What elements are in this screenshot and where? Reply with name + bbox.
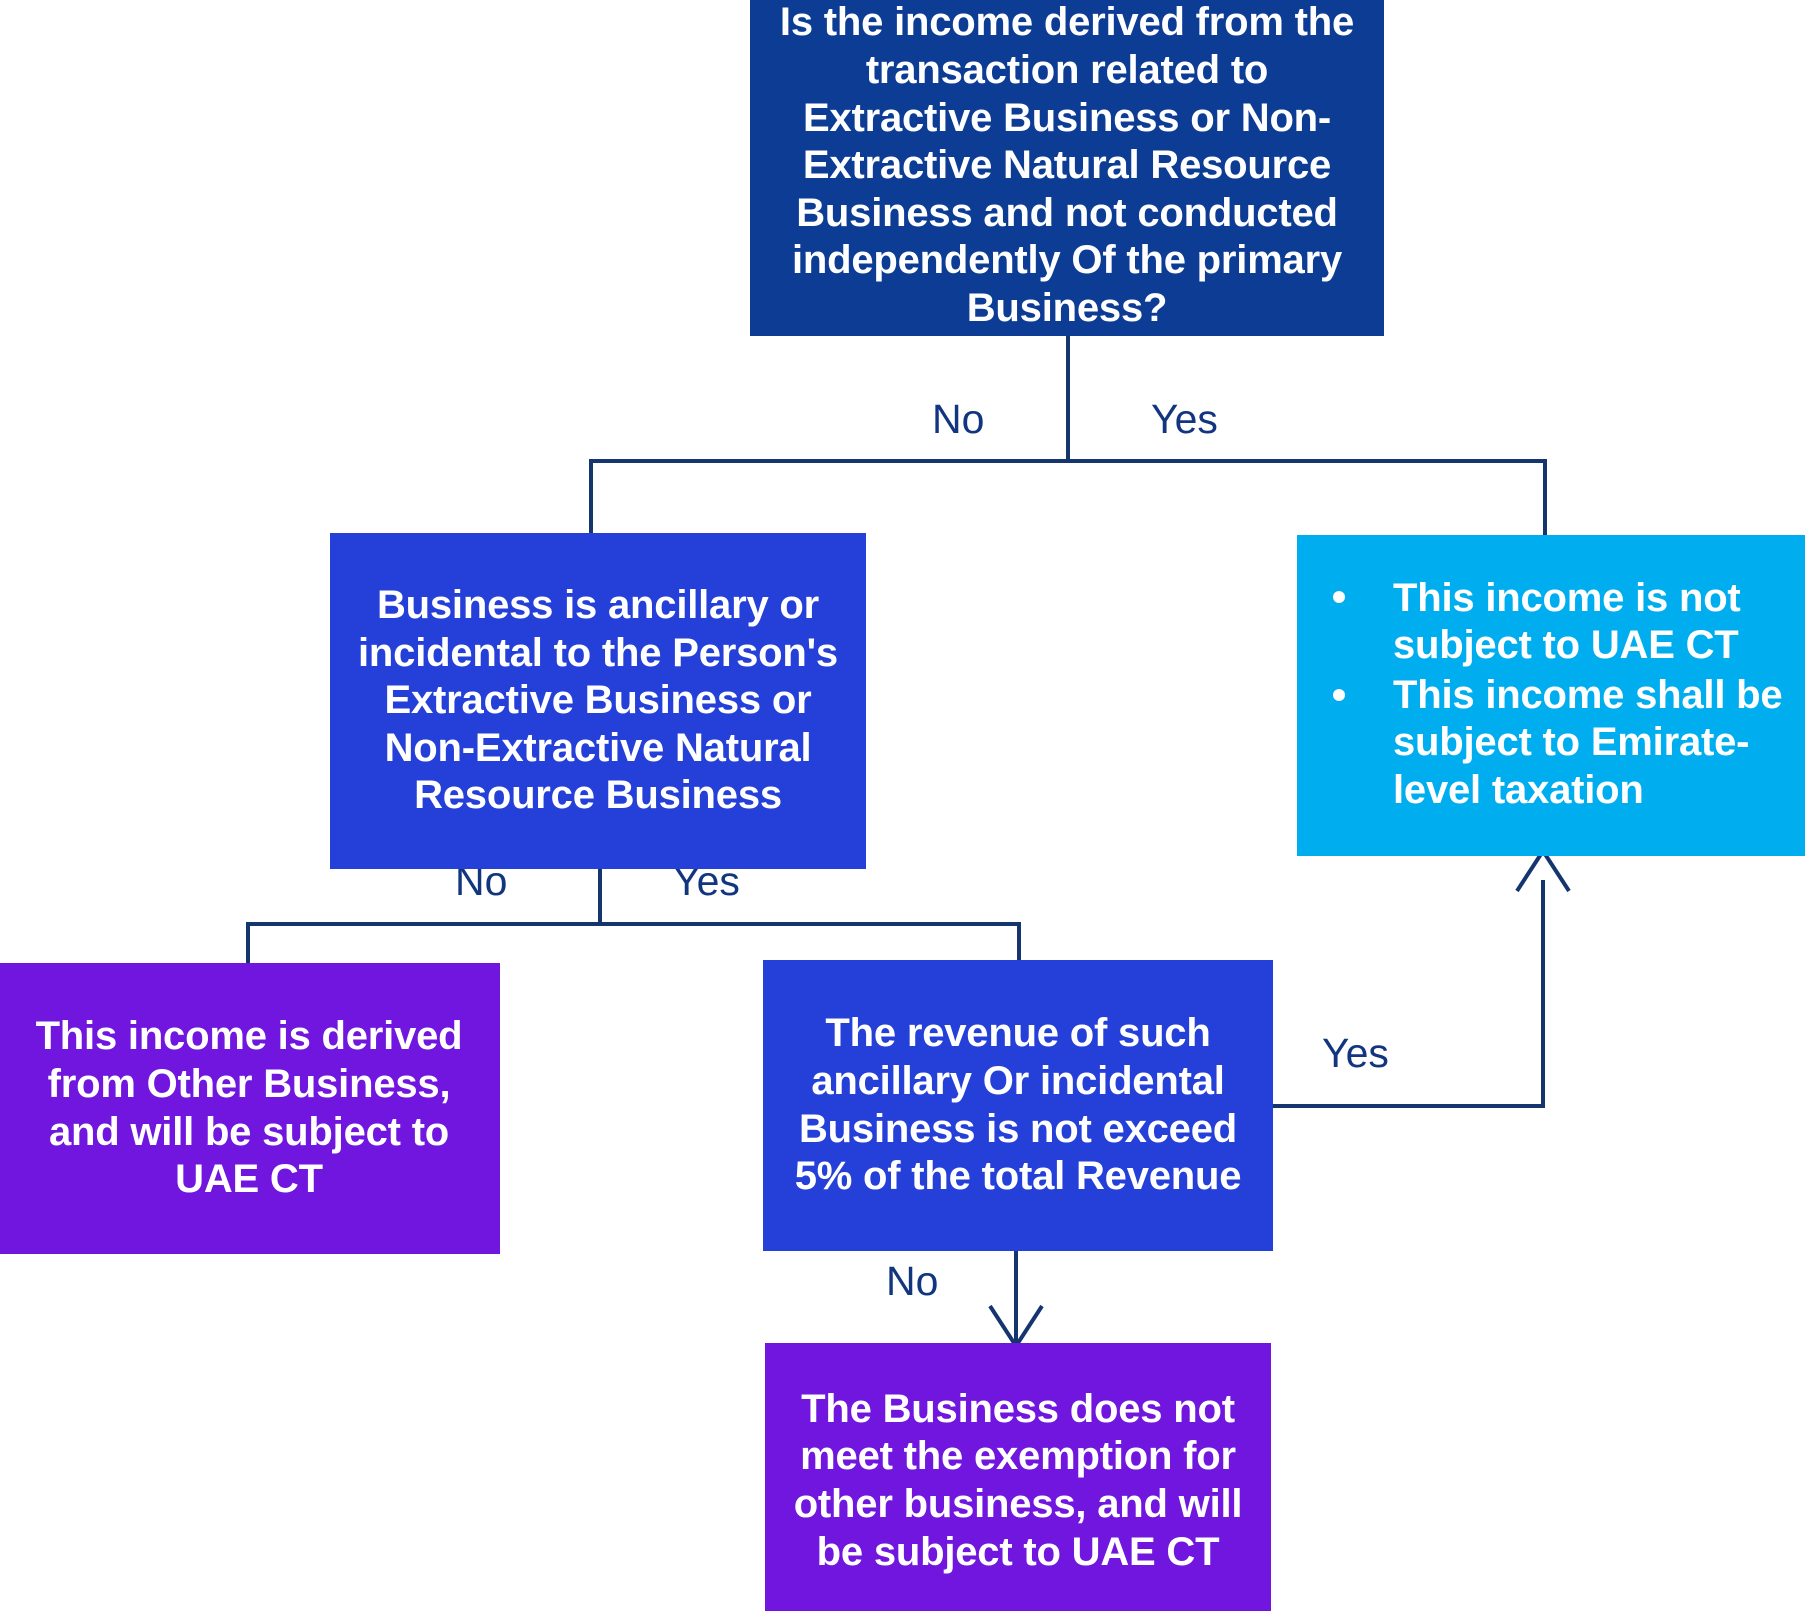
edge-label-revenue-yes: Yes [1322,1030,1389,1076]
bullet-dot-icon [1333,688,1345,701]
connector-root-to-emirate [1543,459,1547,537]
node-other-business-outcome[interactable]: This income is derived from Other Busine… [0,963,500,1254]
node-ancillary-question[interactable]: Business is ancillary or incidental to t… [330,533,866,869]
node-no-exemption-text: The Business does not meet the exemption… [793,1386,1243,1574]
node-other-business-text: This income is derived from Other Busine… [35,1014,463,1202]
node-root-question[interactable]: Is the income derived from the transacti… [750,0,1384,336]
connector-revenue-to-emirate-v [1541,880,1545,1106]
arrowhead-into-emirate [1515,849,1571,893]
list-item: This income is not subject to UAE CT [1315,575,1797,670]
node-ancillary-question-text: Business is ancillary or incidental to t… [358,583,838,818]
node-no-exemption-outcome[interactable]: The Business does not meet the exemption… [765,1343,1271,1611]
connector-ancillary-stem [598,868,602,924]
edge-label-revenue-no: No [886,1258,939,1304]
connector-revenue-to-no-exemption [1014,1251,1018,1346]
connector-root-bar [589,459,1547,463]
connector-ancillary-bar [246,922,1021,926]
edge-label-root-no: No [932,396,985,442]
arrowhead-into-no-exemption [988,1304,1044,1348]
connector-root-stem [1066,336,1070,462]
edge-label-root-yes: Yes [1151,396,1218,442]
node-root-question-text: Is the income derived from the transacti… [779,0,1355,330]
emirate-bullet-1-text: This income is not subject to UAE CT [1393,575,1741,668]
connector-ancillary-to-revenue [1017,922,1021,962]
connector-ancillary-to-other [246,922,250,965]
node-revenue-question-text: The revenue of such ancillary Or inciden… [794,1011,1242,1199]
node-revenue-question[interactable]: The revenue of such ancillary Or inciden… [763,960,1273,1251]
emirate-bullet-list: This income is not subject to UAE CT Thi… [1315,575,1797,817]
connector-root-to-ancillary [589,459,593,535]
list-item: This income shall be subject to Emirate-… [1315,672,1797,815]
connector-revenue-to-emirate-h [1272,1104,1545,1108]
emirate-bullet-2-text: This income shall be subject to Emirate-… [1393,672,1783,812]
node-emirate-outcome[interactable]: This income is not subject to UAE CT Thi… [1297,535,1805,856]
bullet-dot-icon [1333,591,1345,604]
